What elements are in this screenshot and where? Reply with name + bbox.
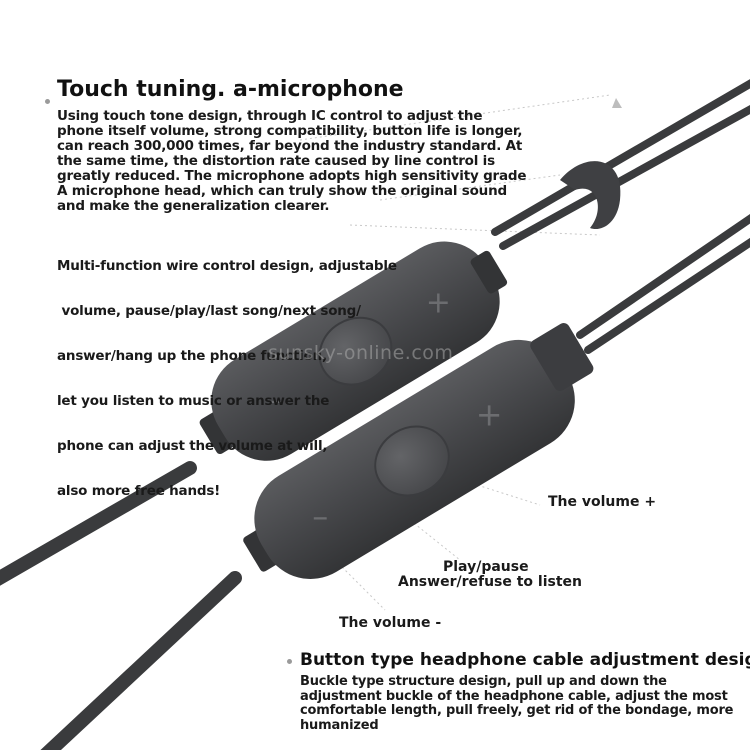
bullet-dot xyxy=(45,99,50,104)
paragraph-line: Multi-function wire control design, adju… xyxy=(57,258,397,274)
paragraph-line: the same time, the distortion rate cause… xyxy=(57,153,495,169)
callout-volume-minus: The volume - xyxy=(339,615,442,631)
callout-answer-refuse: Answer/refuse to listen xyxy=(398,574,583,590)
section2-title: Button type headphone cable adjustment d… xyxy=(300,650,750,670)
section1-title: Touch tuning. a-microphone xyxy=(57,77,404,102)
paragraph-line: Using touch tone design, through IC cont… xyxy=(57,108,483,124)
paragraph-line: adjustment buckle of the headphone cable… xyxy=(300,688,728,704)
paragraph-line: greatly reduced. The microphone adopts h… xyxy=(57,168,527,184)
watermark: sunsky-online.com xyxy=(268,342,454,364)
paragraph-line: A microphone head, which can truly show … xyxy=(57,183,507,199)
paragraph-line: phone can adjust the volume at will, xyxy=(57,438,328,454)
callout-play-pause: Play/pause xyxy=(443,559,529,575)
paragraph-line: comfortable length, pull freely, get rid… xyxy=(300,703,734,718)
paragraph-line: also more free hands! xyxy=(57,483,221,499)
upper-plus-symbol[interactable]: + xyxy=(426,286,451,321)
cable-clip xyxy=(560,161,621,230)
paragraph-line: can reach 300,000 times, far beyond the … xyxy=(57,138,523,154)
arrow-up-icon xyxy=(612,98,622,108)
paragraph-line: phone itself volume, strong compatibilit… xyxy=(57,123,523,139)
section1-paragraph1: Using touch tone design, through IC cont… xyxy=(57,109,527,214)
lower-minus-symbol[interactable]: – xyxy=(312,497,328,535)
paragraph-line: humanized xyxy=(300,717,379,733)
lower-remote: – + xyxy=(243,323,594,579)
guide-lines xyxy=(299,94,611,611)
upper-minus-symbol[interactable]: – xyxy=(268,383,283,418)
paragraph-line: and make the generalization clearer. xyxy=(57,198,330,214)
section1-paragraph2: Multi-function wire control design, adju… xyxy=(57,229,397,514)
paragraph-line: let you listen to music or answer the xyxy=(57,393,330,409)
paragraph-line: answer/hang up the phone function, xyxy=(57,348,327,364)
lower-cable xyxy=(40,213,750,750)
bullet-dot xyxy=(287,659,292,664)
lower-play-pause-button[interactable] xyxy=(362,413,461,509)
callout-volume-plus: The volume + xyxy=(548,494,657,510)
section2-body: Buckle type structure design, pull up an… xyxy=(300,674,745,733)
paragraph-line: volume, pause/play/last song/next song/ xyxy=(57,303,361,319)
upper-remote: – + xyxy=(199,241,508,461)
upper-cable xyxy=(0,79,750,586)
upper-play-pause-button[interactable] xyxy=(307,305,403,398)
paragraph-line: Buckle type structure design, pull up an… xyxy=(300,674,667,689)
lower-plus-symbol[interactable]: + xyxy=(476,396,503,434)
